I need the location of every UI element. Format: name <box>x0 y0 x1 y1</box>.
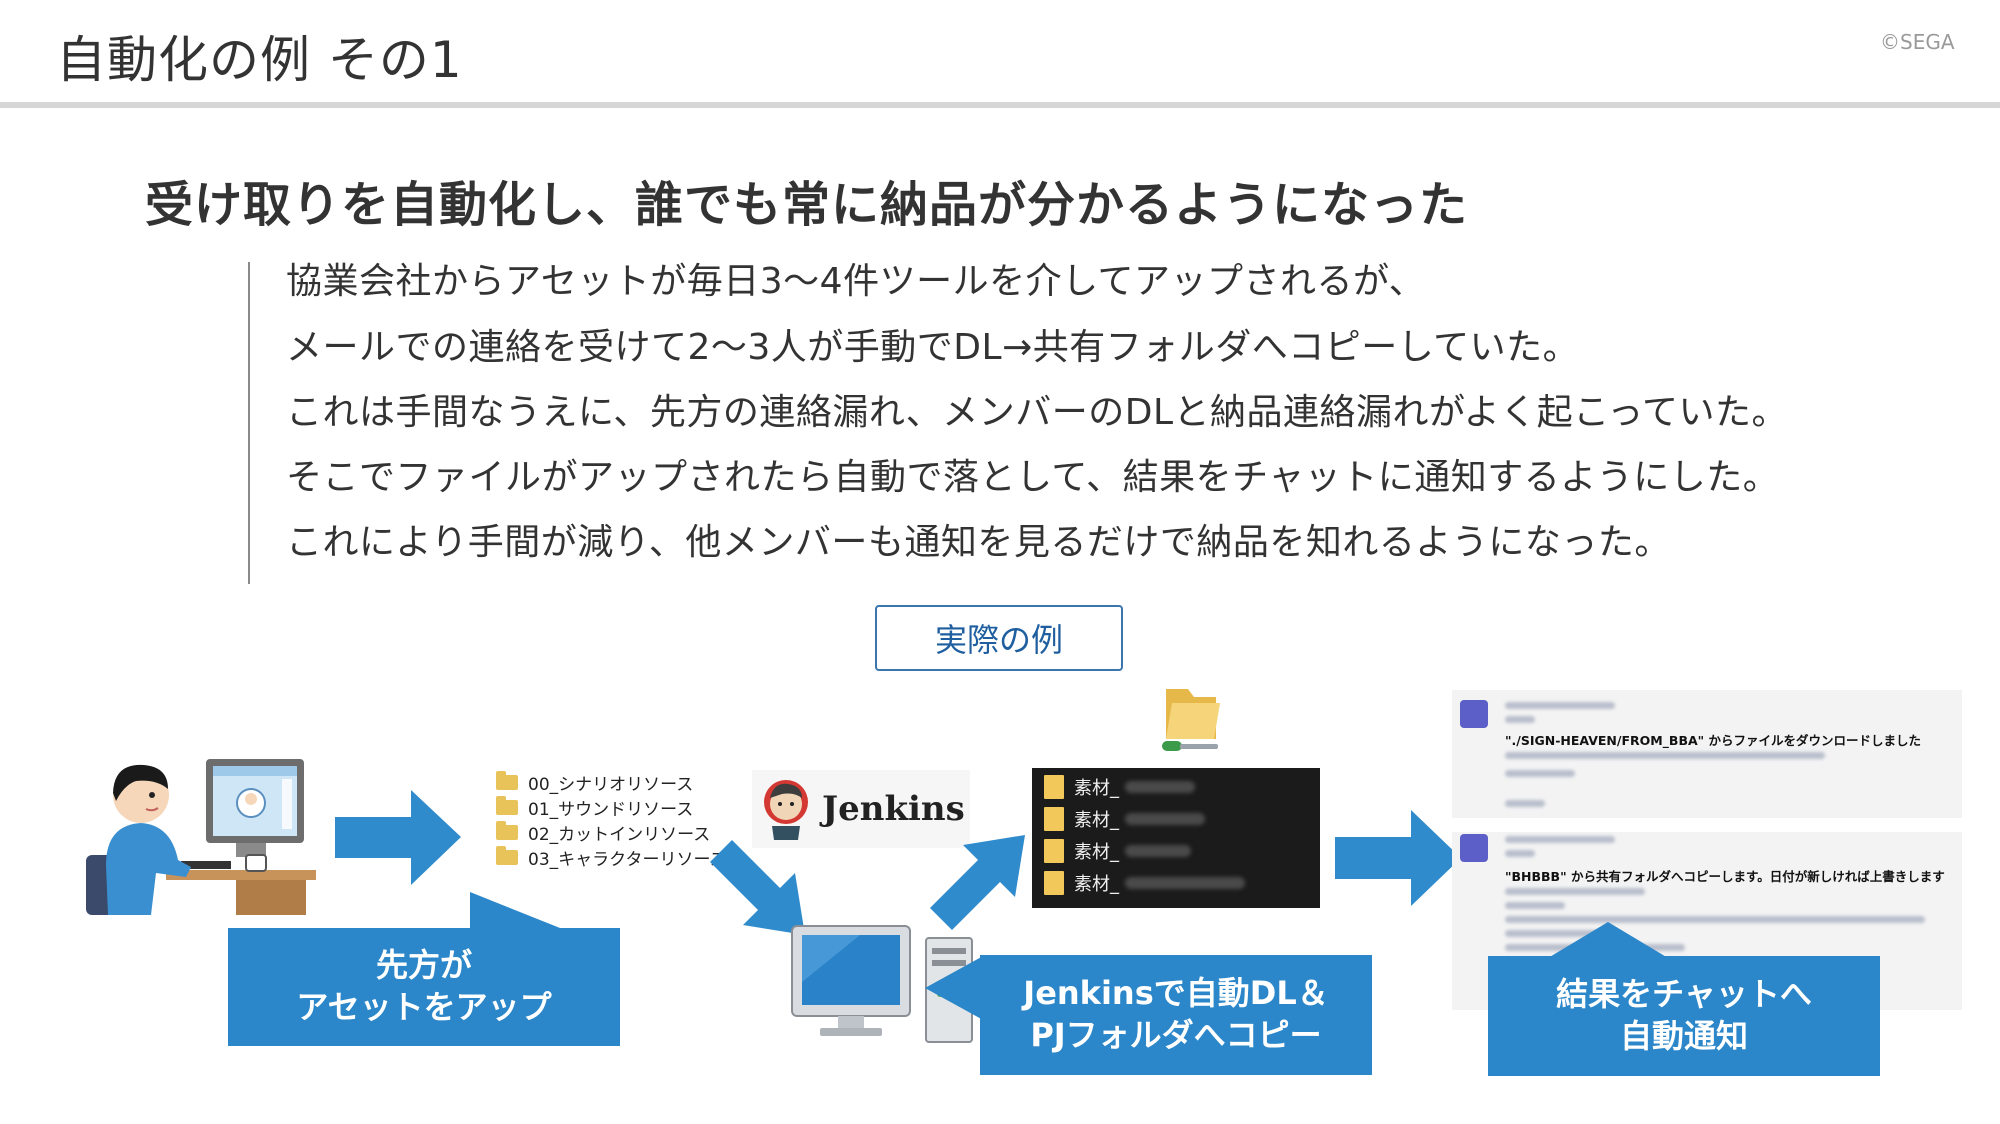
chat-bot-avatar <box>1460 700 1488 728</box>
folder-icon <box>1044 871 1064 895</box>
body-line-2: メールでの連絡を受けて2～3人が手動でDL→共有フォルダへコピーしていた。 <box>286 327 1580 368</box>
folder-icon <box>1044 775 1064 799</box>
slide-title: 自動化の例 その1 <box>56 31 463 89</box>
callout-jenkins: Jenkinsで自動DL＆ PJフォルダへコピー <box>980 955 1372 1075</box>
arrow-right-2 <box>1335 810 1461 906</box>
body-line-4: そこでファイルがアップされたら自動で落として、結果をチャットに通知するようにした… <box>286 457 1780 498</box>
header-divider <box>0 102 2000 108</box>
arrow-right-1 <box>335 790 461 885</box>
folder-icon <box>496 795 518 815</box>
folder-icon <box>1044 807 1064 831</box>
folder-icon <box>496 770 518 790</box>
body-line-3: これは手間なうえに、先方の連絡漏れ、メンバーのDLと納品連絡漏れがよく起こってい… <box>286 392 1788 433</box>
jenkins-butler-icon <box>764 780 808 840</box>
shared-folder-icon <box>1162 689 1220 751</box>
file-list-item: 02_カットインリソース <box>496 820 710 845</box>
folder-icon <box>1044 839 1064 863</box>
jenkins-wordmark: Jenkins <box>822 789 965 829</box>
body-line-5: これにより手間が減り、他メンバーも通知を見るだけで納品を知れるようになった。 <box>286 522 1671 563</box>
headline: 受け取りを自動化し、誰でも常に納品が分かるようになった <box>145 177 1469 233</box>
folder-row: 素材_ <box>1044 870 1245 896</box>
folder-row: 素材_ <box>1044 806 1205 832</box>
example-label: 実際の例 <box>934 621 1063 659</box>
folder-row: 素材_ <box>1044 774 1195 800</box>
callout-upload: 先方が アセットをアップ <box>228 928 620 1046</box>
body-quote-bar <box>248 262 250 584</box>
chat-bot-avatar <box>1460 834 1488 862</box>
callout-pointer <box>925 955 985 1021</box>
body-line-1: 協業会社からアセットが毎日3～4件ツールを介してアップされるが、 <box>286 261 1426 302</box>
file-list-item: 01_サウンドリソース <box>496 795 693 820</box>
folder-row: 素材_ <box>1044 838 1191 864</box>
file-list-item: 03_キャラクターリソース <box>496 845 727 870</box>
file-list-item: 00_シナリオリソース <box>496 770 693 795</box>
chat-message-1: "./SIGN-HEAVEN/FROM_BBA" からファイルをダウンロードしま… <box>1505 733 1922 748</box>
callout-pointer <box>1548 922 1668 958</box>
folder-icon <box>496 820 518 840</box>
copyright-notice: ©SEGA <box>1880 30 1955 54</box>
jenkins-logo: Jenkins <box>752 770 970 848</box>
person-at-computer-illustration <box>86 759 316 915</box>
arrow-up-right <box>930 835 1025 930</box>
chat-message-2: "BHBBB" から共有フォルダへコピーします。日付が新しければ上書きします <box>1505 869 1945 884</box>
arrow-down-right <box>710 840 805 935</box>
callout-pointer <box>470 892 570 932</box>
folder-icon <box>496 845 518 865</box>
example-label-box: 実際の例 <box>875 605 1123 671</box>
callout-notify: 結果をチャットへ 自動通知 <box>1488 956 1880 1076</box>
